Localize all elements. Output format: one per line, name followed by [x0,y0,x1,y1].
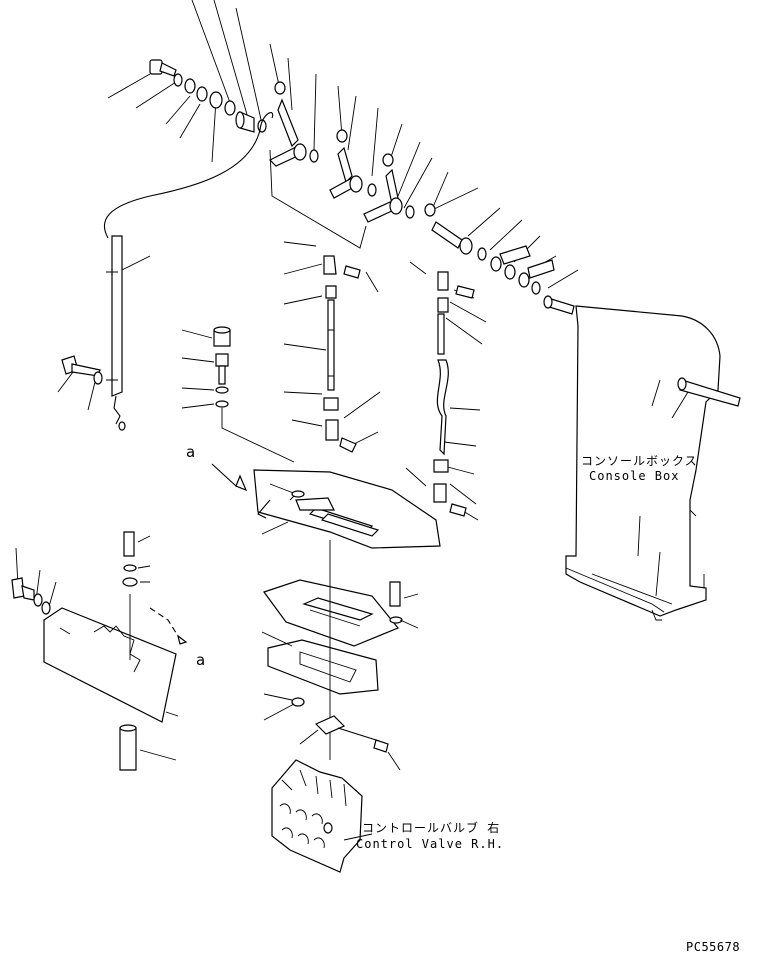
right-rod-stack [406,262,486,520]
washer [225,101,235,115]
hex-bolt [62,356,100,376]
control-valve-label-en: Control Valve R.H. [356,837,505,851]
console-box-label-jp: コンソールボックス [581,454,698,468]
upper-levers [270,82,554,294]
left-cap-stack [182,327,294,462]
detail-a-label-bottom: a [196,651,206,669]
figure-code: PC55678 [686,940,741,954]
lever-4 [432,222,462,248]
lever-2 [338,148,352,182]
washer [185,79,195,93]
top-bolt-stack [150,60,266,132]
console-box [544,296,740,620]
knob [337,130,347,142]
center-rod-stack [284,242,380,452]
boot-fasteners [264,582,418,770]
knob [425,204,435,216]
bracket-plate [254,470,440,548]
detail-a-label-top: a [186,443,196,461]
bushing [236,112,254,132]
detail-a-arrow [212,464,246,490]
lever-1 [278,100,298,146]
left-lever-cover [12,532,186,770]
washer [174,74,182,86]
control-valve [272,760,372,872]
washer [94,372,102,384]
boot-plates [262,540,398,760]
top-leader-lines [108,0,578,288]
washer [210,92,222,108]
knob [383,154,393,166]
control-valve-label-jp: コントロールバルブ 右 [362,821,501,835]
washer [197,87,207,101]
hex-bolt [150,60,176,76]
wire-harness [58,113,273,430]
console-box-label-en: Console Box [589,469,680,483]
knob [275,82,285,94]
